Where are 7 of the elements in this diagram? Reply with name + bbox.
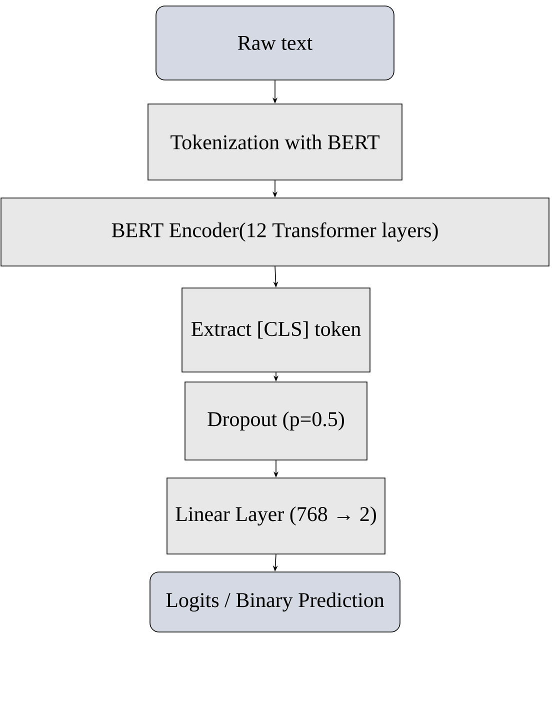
process-box: BERT Encoder(12 Transformer layers) xyxy=(0,198,550,266)
process-box: Linear Layer (768 → 2) xyxy=(166,478,386,554)
process-box: Dropout (p=0.5) xyxy=(184,382,368,460)
terminal-box: Raw text xyxy=(156,6,394,80)
terminal-box: Logits / Binary Prediction xyxy=(150,572,400,632)
process-box: Extract [CLS] token xyxy=(182,288,370,372)
process-box: Tokenization with BERT xyxy=(148,104,402,180)
